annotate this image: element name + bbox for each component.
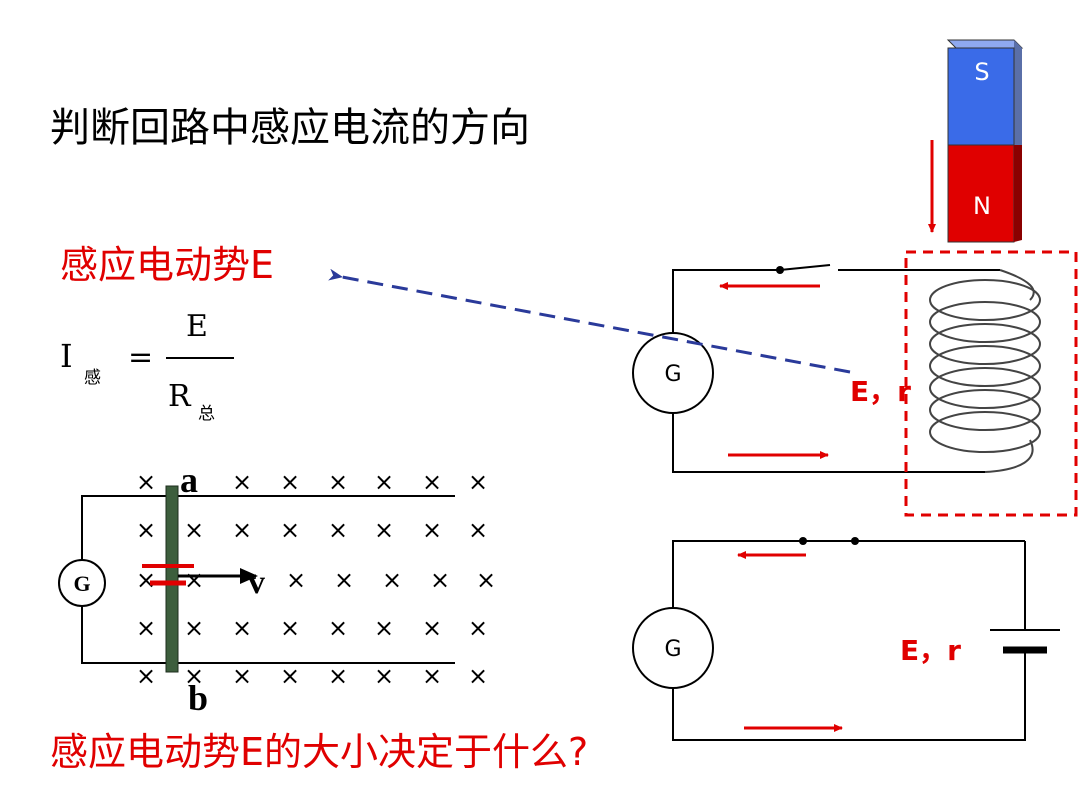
svg-text:×: × xyxy=(328,614,348,642)
svg-text:×: × xyxy=(468,662,488,690)
slide-title: 判断回路中感应电流的方向 xyxy=(50,105,530,151)
svg-text:×: × xyxy=(136,662,156,690)
coil-switch xyxy=(779,264,831,271)
bar-magnet: S N xyxy=(946,39,1024,243)
battery-circuit: G E，r xyxy=(632,537,1060,741)
galvanometer-icon xyxy=(632,607,714,689)
svg-text:×: × xyxy=(280,468,300,496)
svg-text:×: × xyxy=(382,566,402,594)
svg-text:×: × xyxy=(328,516,348,544)
battery-circuit-wire xyxy=(672,540,1026,741)
coil-circuit: G E，r xyxy=(632,250,1078,517)
battery-source-label: E，r xyxy=(900,634,961,667)
rod-top-label: a xyxy=(180,460,198,500)
svg-text:×: × xyxy=(280,516,300,544)
galvanometer-icon xyxy=(632,332,714,414)
svg-text:×: × xyxy=(280,614,300,642)
magnet-south-pole xyxy=(947,47,1015,146)
formula-current-subscript: 感 xyxy=(84,368,101,388)
svg-text:×: × xyxy=(476,566,496,594)
svg-text:×: × xyxy=(468,614,488,642)
galvanometer-icon xyxy=(58,559,106,607)
svg-text:×: × xyxy=(136,614,156,642)
svg-text:×: × xyxy=(184,516,204,544)
svg-text:×: × xyxy=(232,516,252,544)
svg-text:×: × xyxy=(422,516,442,544)
formula-fraction-bar xyxy=(166,357,234,359)
svg-text:×: × xyxy=(136,468,156,496)
question-text: 感应电动势E的大小决定于什么? xyxy=(50,730,589,774)
emf-label: 感应电动势E xyxy=(60,243,275,287)
magnet-south-label: S xyxy=(974,58,989,86)
svg-text:×: × xyxy=(334,566,354,594)
svg-text:×: × xyxy=(184,566,204,594)
galvanometer-label: G xyxy=(73,571,90,596)
formula-denominator: R xyxy=(168,379,191,414)
solenoid-coil xyxy=(929,269,1041,473)
svg-text:×: × xyxy=(136,566,156,594)
svg-text:×: × xyxy=(280,662,300,690)
svg-text:×: × xyxy=(232,614,252,642)
magnetic-field-crosses: × × × × × × × × × × × × × × × × × × × × × × × × × × × × × × × × × × × ×… xyxy=(136,468,496,690)
rod-circuit: × × × × × × × × × × × × × × × × × × × × × × × × × × × × × × × × × × × ×… xyxy=(58,460,496,718)
galvanometer-label: G xyxy=(664,362,681,387)
svg-text:×: × xyxy=(374,468,394,496)
formula-equals: = xyxy=(128,340,154,375)
formula-numerator: E xyxy=(186,309,208,344)
formula-denominator-subscript: 总 xyxy=(198,404,215,424)
rod-bottom-label: b xyxy=(188,678,208,718)
coil-dashed-box xyxy=(904,250,1078,517)
svg-text:×: × xyxy=(328,662,348,690)
svg-text:×: × xyxy=(422,662,442,690)
svg-text:×: × xyxy=(468,516,488,544)
svg-text:×: × xyxy=(374,614,394,642)
velocity-label: v xyxy=(248,564,265,601)
svg-text:×: × xyxy=(422,614,442,642)
svg-text:×: × xyxy=(232,468,252,496)
svg-text:×: × xyxy=(422,468,442,496)
svg-text:×: × xyxy=(184,614,204,642)
svg-text:×: × xyxy=(430,566,450,594)
svg-text:×: × xyxy=(232,662,252,690)
galvanometer-label: G xyxy=(664,637,681,662)
coil-source-label: E，r xyxy=(850,375,911,408)
conducting-rod xyxy=(165,485,179,673)
svg-text:×: × xyxy=(468,468,488,496)
svg-text:×: × xyxy=(374,516,394,544)
magnet-north-pole xyxy=(947,144,1015,243)
svg-text:×: × xyxy=(136,516,156,544)
formula-current-symbol: I xyxy=(60,337,73,375)
svg-text:×: × xyxy=(374,662,394,690)
pointer-dashed-arrow xyxy=(328,268,851,374)
svg-text:×: × xyxy=(184,662,204,690)
svg-text:×: × xyxy=(286,566,306,594)
magnet-north-label: N xyxy=(973,192,991,220)
svg-text:×: × xyxy=(328,468,348,496)
